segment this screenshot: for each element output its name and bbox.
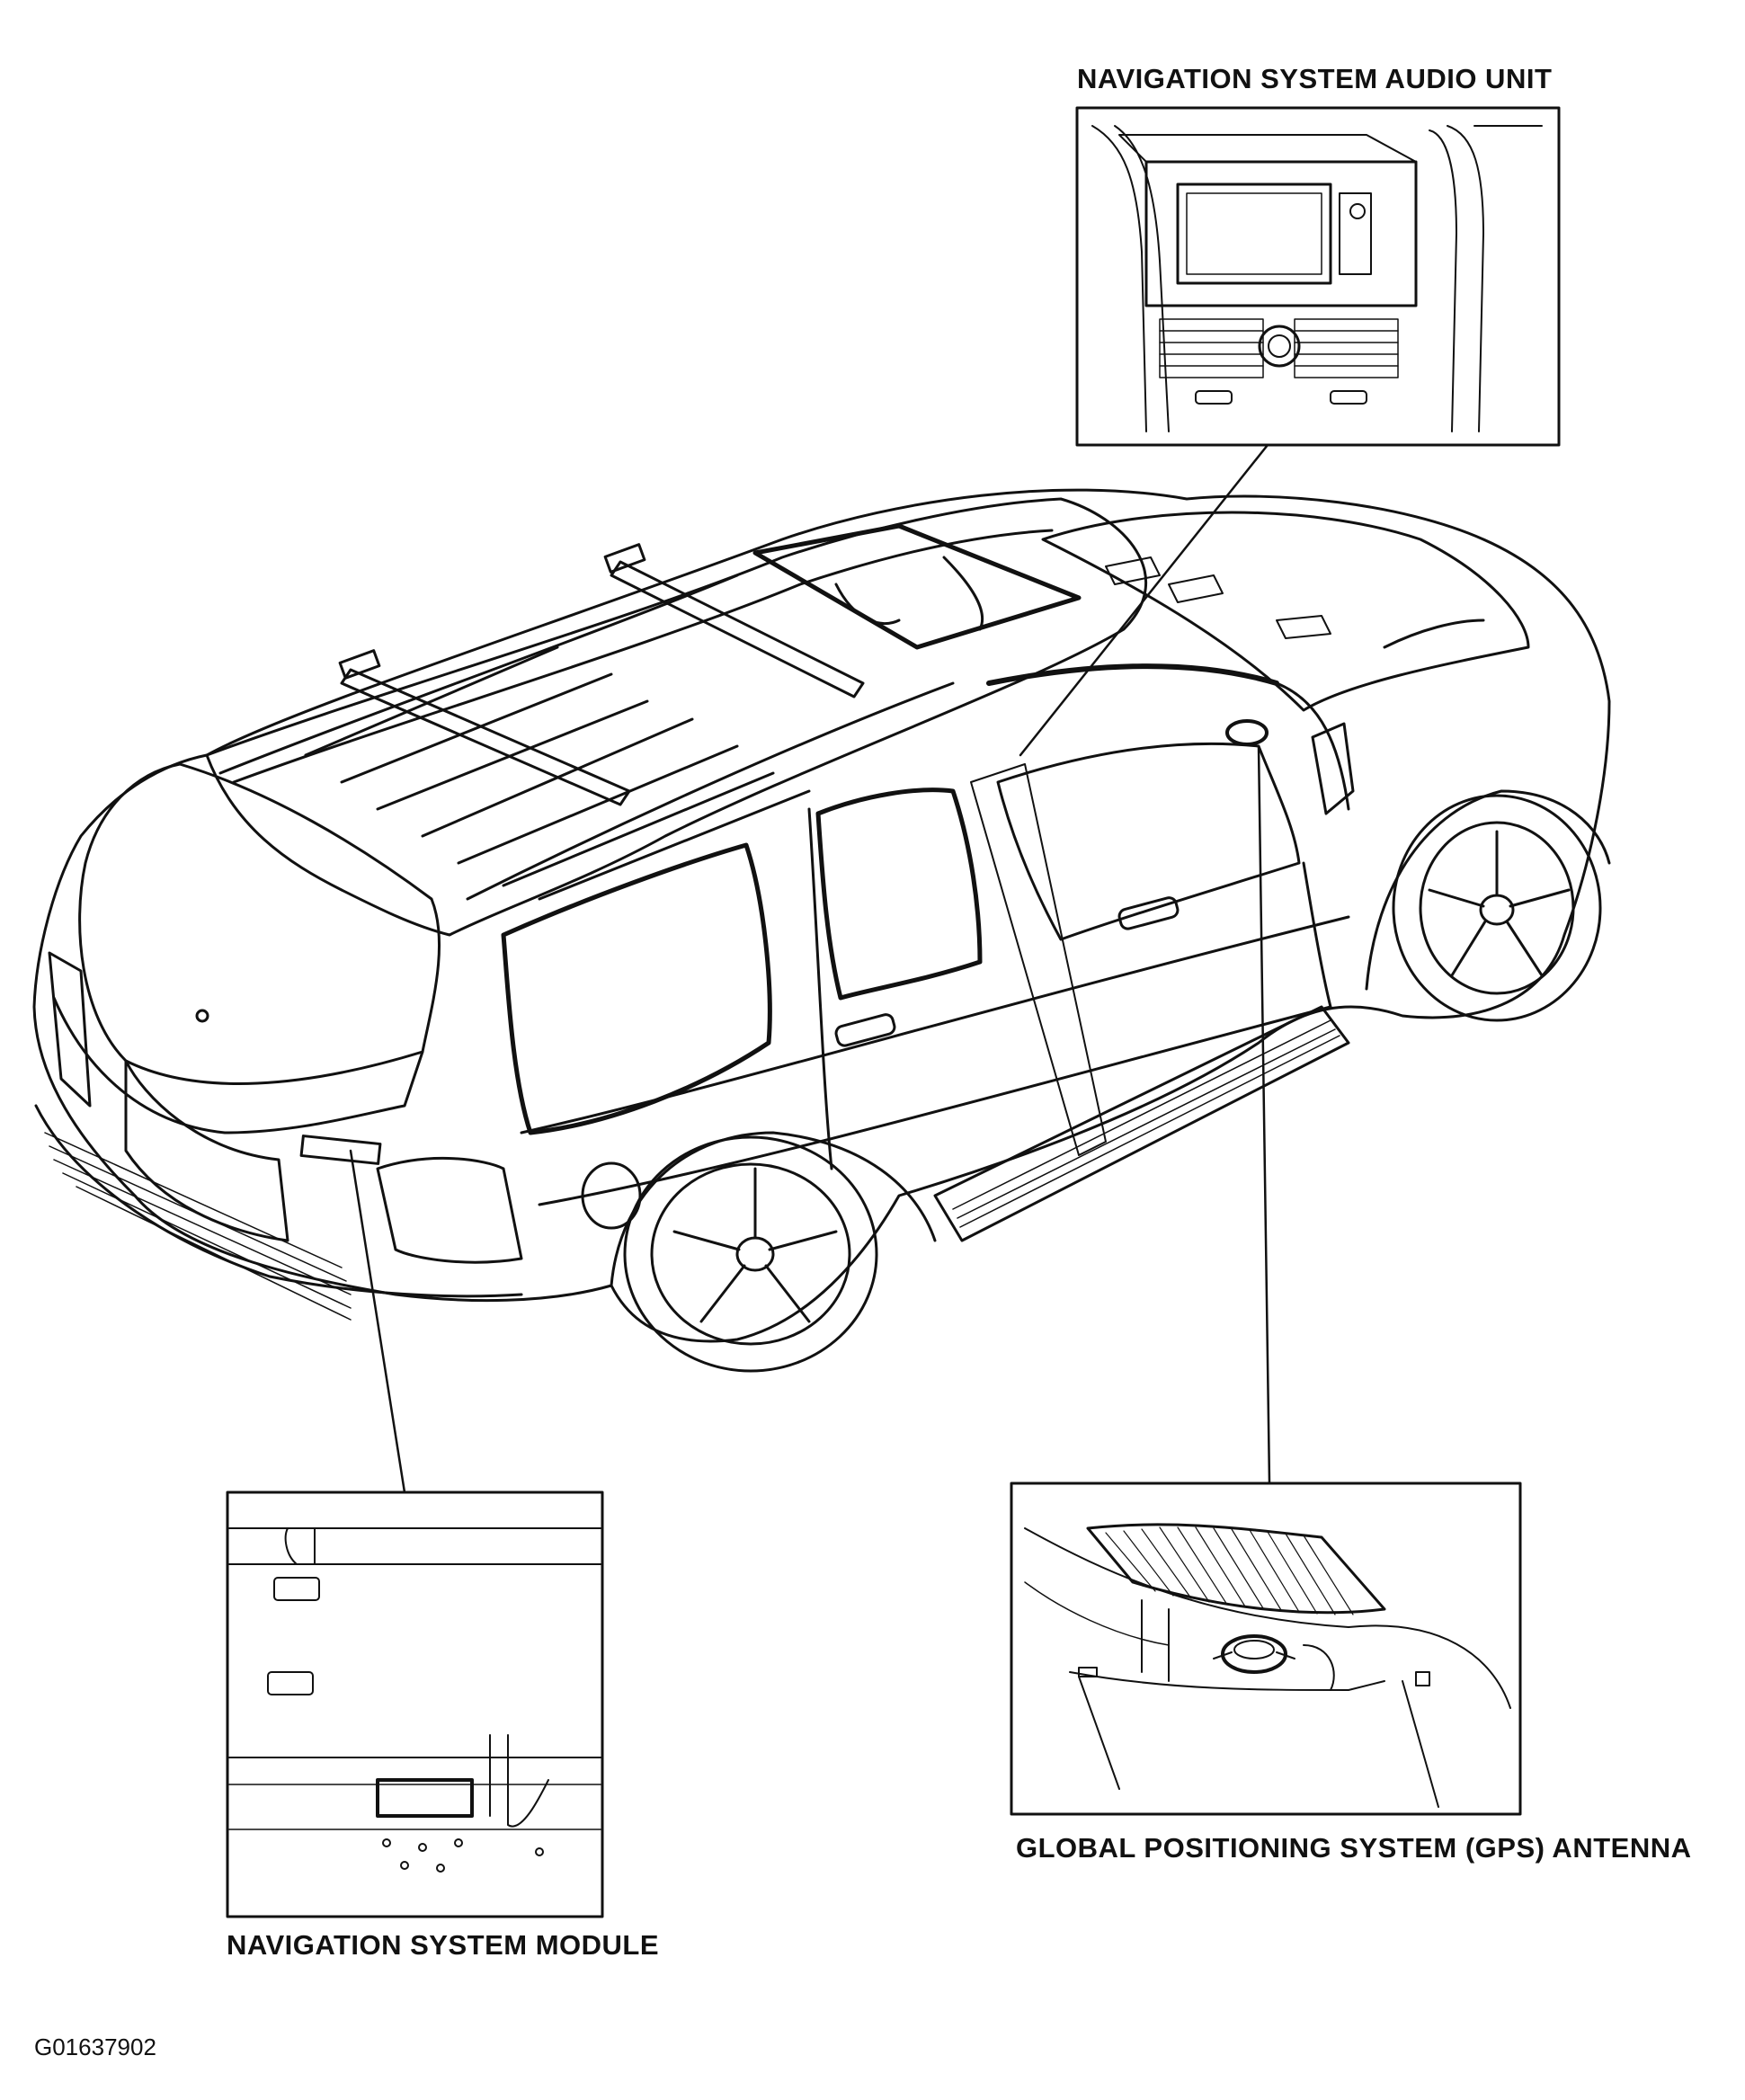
inset-audio-unit	[1077, 108, 1559, 445]
front-wheel	[1393, 796, 1600, 1020]
b-pillar	[971, 764, 1106, 1155]
leader-gps-antenna	[1259, 746, 1269, 1483]
leader-lines	[351, 445, 1269, 1492]
navigation-module-box	[378, 1780, 472, 1816]
rear-bumper	[36, 1106, 521, 1296]
audio-unit-screen	[1178, 184, 1331, 283]
inset-module-frame	[227, 1492, 602, 1917]
rear-wheel	[625, 1137, 877, 1371]
roof-ribs	[306, 647, 809, 899]
front-door-handle	[1117, 896, 1179, 930]
rear-door-handle	[834, 1013, 895, 1047]
side-body-line	[521, 917, 1349, 1133]
a-pillar	[1277, 683, 1349, 809]
hood	[1043, 512, 1528, 710]
leader-module	[351, 1151, 405, 1492]
rail-mount-rear	[340, 651, 379, 679]
liftgate	[54, 998, 423, 1133]
rear-wheel-arch	[611, 1133, 935, 1286]
taillight-left	[49, 953, 90, 1106]
crossbar-rear	[342, 670, 629, 805]
rail-mount-front	[605, 545, 645, 573]
roof-rail-right	[467, 683, 953, 899]
sunroof	[755, 526, 1079, 647]
roof-rail-left	[220, 575, 737, 773]
liftgate-lock	[197, 1010, 208, 1021]
inset-navigation-module	[227, 1492, 602, 1917]
navigation-module-marker	[301, 1136, 380, 1164]
taillight-right	[378, 1158, 521, 1262]
label-navigation-system-audio-unit: NAVIGATION SYSTEM AUDIO UNIT	[1077, 63, 1553, 94]
audio-unit-vents	[1160, 319, 1398, 378]
rear-window	[80, 764, 440, 1083]
label-gps-antenna: GLOBAL POSITIONING SYSTEM (GPS) ANTENNA	[1016, 1832, 1692, 1864]
gps-antenna-dash-marker	[1227, 721, 1267, 744]
audio-unit-bezel	[1146, 162, 1416, 306]
rear-door-shut-line	[809, 809, 832, 1169]
front-door-window	[998, 743, 1299, 939]
license-plate-recess	[126, 1061, 288, 1241]
sunroof-interior	[836, 557, 983, 629]
inset-gps-antenna	[1011, 1483, 1520, 1814]
inset-gps-frame	[1011, 1483, 1520, 1814]
rear-quarter-window	[503, 845, 770, 1133]
vehicle-body-outline	[34, 490, 1609, 1341]
bumper-grille	[45, 1133, 351, 1320]
running-board	[935, 1007, 1349, 1241]
front-door-shut-line	[1304, 863, 1331, 1007]
hood-line	[1384, 620, 1483, 647]
windshield-frame	[989, 666, 1277, 683]
inset-audio-unit-frame	[1077, 108, 1559, 445]
running-board-tread	[953, 1020, 1340, 1227]
side-mirror	[1313, 724, 1353, 814]
crossbar-front	[611, 562, 863, 697]
rear-door-window	[818, 790, 980, 998]
figure-id: G01637902	[34, 2033, 156, 2060]
cowl-vents	[1106, 557, 1331, 638]
audio-unit-knob	[1260, 326, 1299, 366]
vehicle-illustration	[34, 490, 1609, 1371]
label-navigation-system-module: NAVIGATION SYSTEM MODULE	[227, 1929, 660, 1961]
lower-body-line	[539, 1007, 1331, 1205]
defrost-grille	[1088, 1525, 1384, 1613]
front-wheel-arch	[1367, 791, 1609, 989]
roof-inner-line	[234, 530, 1052, 782]
gps-antenna-puck	[1223, 1636, 1286, 1672]
leader-audio-unit	[1020, 445, 1268, 755]
